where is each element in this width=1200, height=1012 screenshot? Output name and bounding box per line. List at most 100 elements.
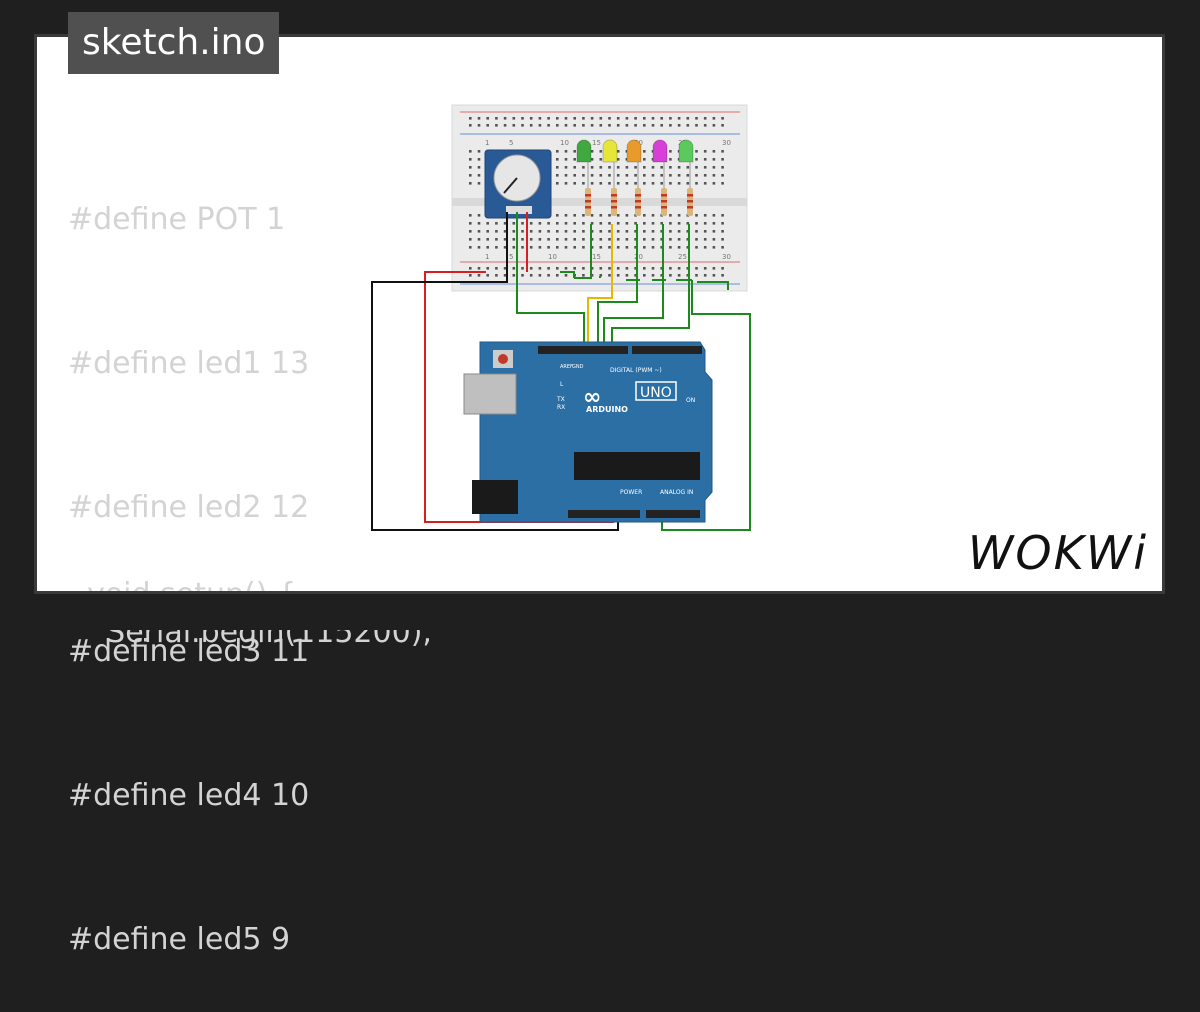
breadboard-hole (556, 274, 559, 277)
breadboard-hole (538, 124, 542, 127)
breadboard-hole (651, 222, 655, 225)
led[interactable] (602, 139, 618, 163)
frame-bottom (0, 594, 1200, 630)
breadboard-hole (686, 117, 690, 120)
breadboard-hole (564, 182, 568, 185)
breadboard-hole (712, 124, 716, 127)
breadboard-hole (712, 182, 716, 185)
breadboard-hole (695, 117, 698, 120)
breadboard-hole (634, 124, 637, 127)
breadboard-hole (564, 117, 568, 120)
breadboard-hole (582, 267, 585, 270)
breadboard-hole (625, 222, 629, 225)
breadboard-hole (469, 124, 472, 127)
bb-col-label: 15 (592, 139, 601, 147)
breadboard-hole (616, 230, 620, 233)
breadboard-hole (512, 124, 516, 127)
led[interactable] (652, 139, 668, 163)
breadboard-hole (547, 238, 550, 241)
breadboard-hole (703, 222, 707, 225)
breadboard-hole (721, 150, 724, 153)
breadboard-hole (651, 274, 655, 277)
breadboard-hole (556, 174, 559, 177)
breadboard-hole (608, 267, 611, 270)
breadboard-hole (625, 166, 629, 169)
power-jack (472, 480, 518, 514)
circuit-diagram: 1 5 10 15 20 25 30 1 5 10 15 20 25 30 (371, 104, 751, 531)
breadboard-hole (564, 222, 568, 225)
breadboard-hole (677, 274, 681, 277)
breadboard-hole (712, 267, 716, 270)
breadboard-hole (625, 158, 629, 161)
breadboard-hole (556, 166, 559, 169)
breadboard-hole (599, 117, 603, 120)
breadboard-hole (669, 222, 672, 225)
breadboard-hole (608, 124, 611, 127)
breadboard-hole (669, 150, 672, 153)
breadboard-hole (643, 214, 646, 217)
breadboard-hole (677, 246, 681, 249)
breadboard-hole (590, 222, 594, 225)
breadboard-hole (669, 214, 672, 217)
breadboard-hole (469, 238, 472, 241)
breadboard-hole (582, 222, 585, 225)
breadboard-hole (477, 246, 481, 249)
breadboard-hole (721, 166, 724, 169)
breadboard-hole (573, 182, 576, 185)
breadboard-hole (616, 214, 620, 217)
breadboard-hole (616, 158, 620, 161)
breadboard-hole (712, 246, 716, 249)
breadboard-hole (538, 238, 542, 241)
breadboard-hole (469, 267, 472, 270)
breadboard-hole (512, 222, 516, 225)
breadboard-hole (512, 267, 516, 270)
breadboard-hole (477, 267, 481, 270)
breadboard-hole (660, 182, 663, 185)
breadboard-hole (512, 246, 516, 249)
breadboard-hole (486, 222, 489, 225)
breadboard-hole (582, 124, 585, 127)
file-tab[interactable]: sketch.ino (68, 12, 280, 74)
led[interactable] (678, 139, 694, 163)
code-line: #define led4 10 (68, 778, 310, 813)
infinity-logo: ∞ (583, 385, 601, 410)
breadboard-hole (477, 238, 481, 241)
breadboard-hole (529, 267, 533, 270)
breadboard-hole (634, 166, 637, 169)
breadboard-hole (590, 124, 594, 127)
breadboard-hole (599, 222, 603, 225)
breadboard-hole (503, 124, 507, 127)
breadboard-hole (677, 267, 681, 270)
breadboard-hole (712, 238, 716, 241)
breadboard-hole (503, 117, 507, 120)
breadboard-hole (556, 150, 559, 153)
breadboard-hole (677, 174, 681, 177)
breadboard-hole (695, 246, 698, 249)
led[interactable] (576, 139, 592, 163)
breadboard-hole (599, 214, 603, 217)
breadboard-hole (625, 214, 629, 217)
breadboard-hole (634, 222, 637, 225)
digital-label: DIGITAL (PWM ~) (610, 367, 662, 374)
resistor-band (661, 194, 667, 197)
wokwi-logo[interactable]: WOKWi (967, 526, 1148, 580)
potentiometer[interactable] (484, 149, 552, 219)
breadboard-hole (660, 124, 663, 127)
breadboard-hole (564, 158, 568, 161)
breadboard-hole (669, 174, 672, 177)
breadboard-hole (616, 182, 620, 185)
arduino-uno[interactable]: DIGITAL (PWM ~) AREF GND ∞ UNO ARDUINO O… (463, 341, 713, 523)
breadboard-hole (538, 267, 542, 270)
breadboard-hole (556, 246, 559, 249)
breadboard-hole (686, 182, 690, 185)
breadboard-hole (643, 222, 646, 225)
resistor-band (661, 206, 667, 209)
breadboard-hole (521, 274, 524, 277)
breadboard-hole (521, 238, 524, 241)
led[interactable] (626, 139, 642, 163)
breadboard-hole (599, 174, 603, 177)
breadboard-hole (512, 230, 516, 233)
breadboard-hole (625, 117, 629, 120)
breadboard-hole (469, 274, 472, 277)
breadboard-hole (486, 230, 489, 233)
